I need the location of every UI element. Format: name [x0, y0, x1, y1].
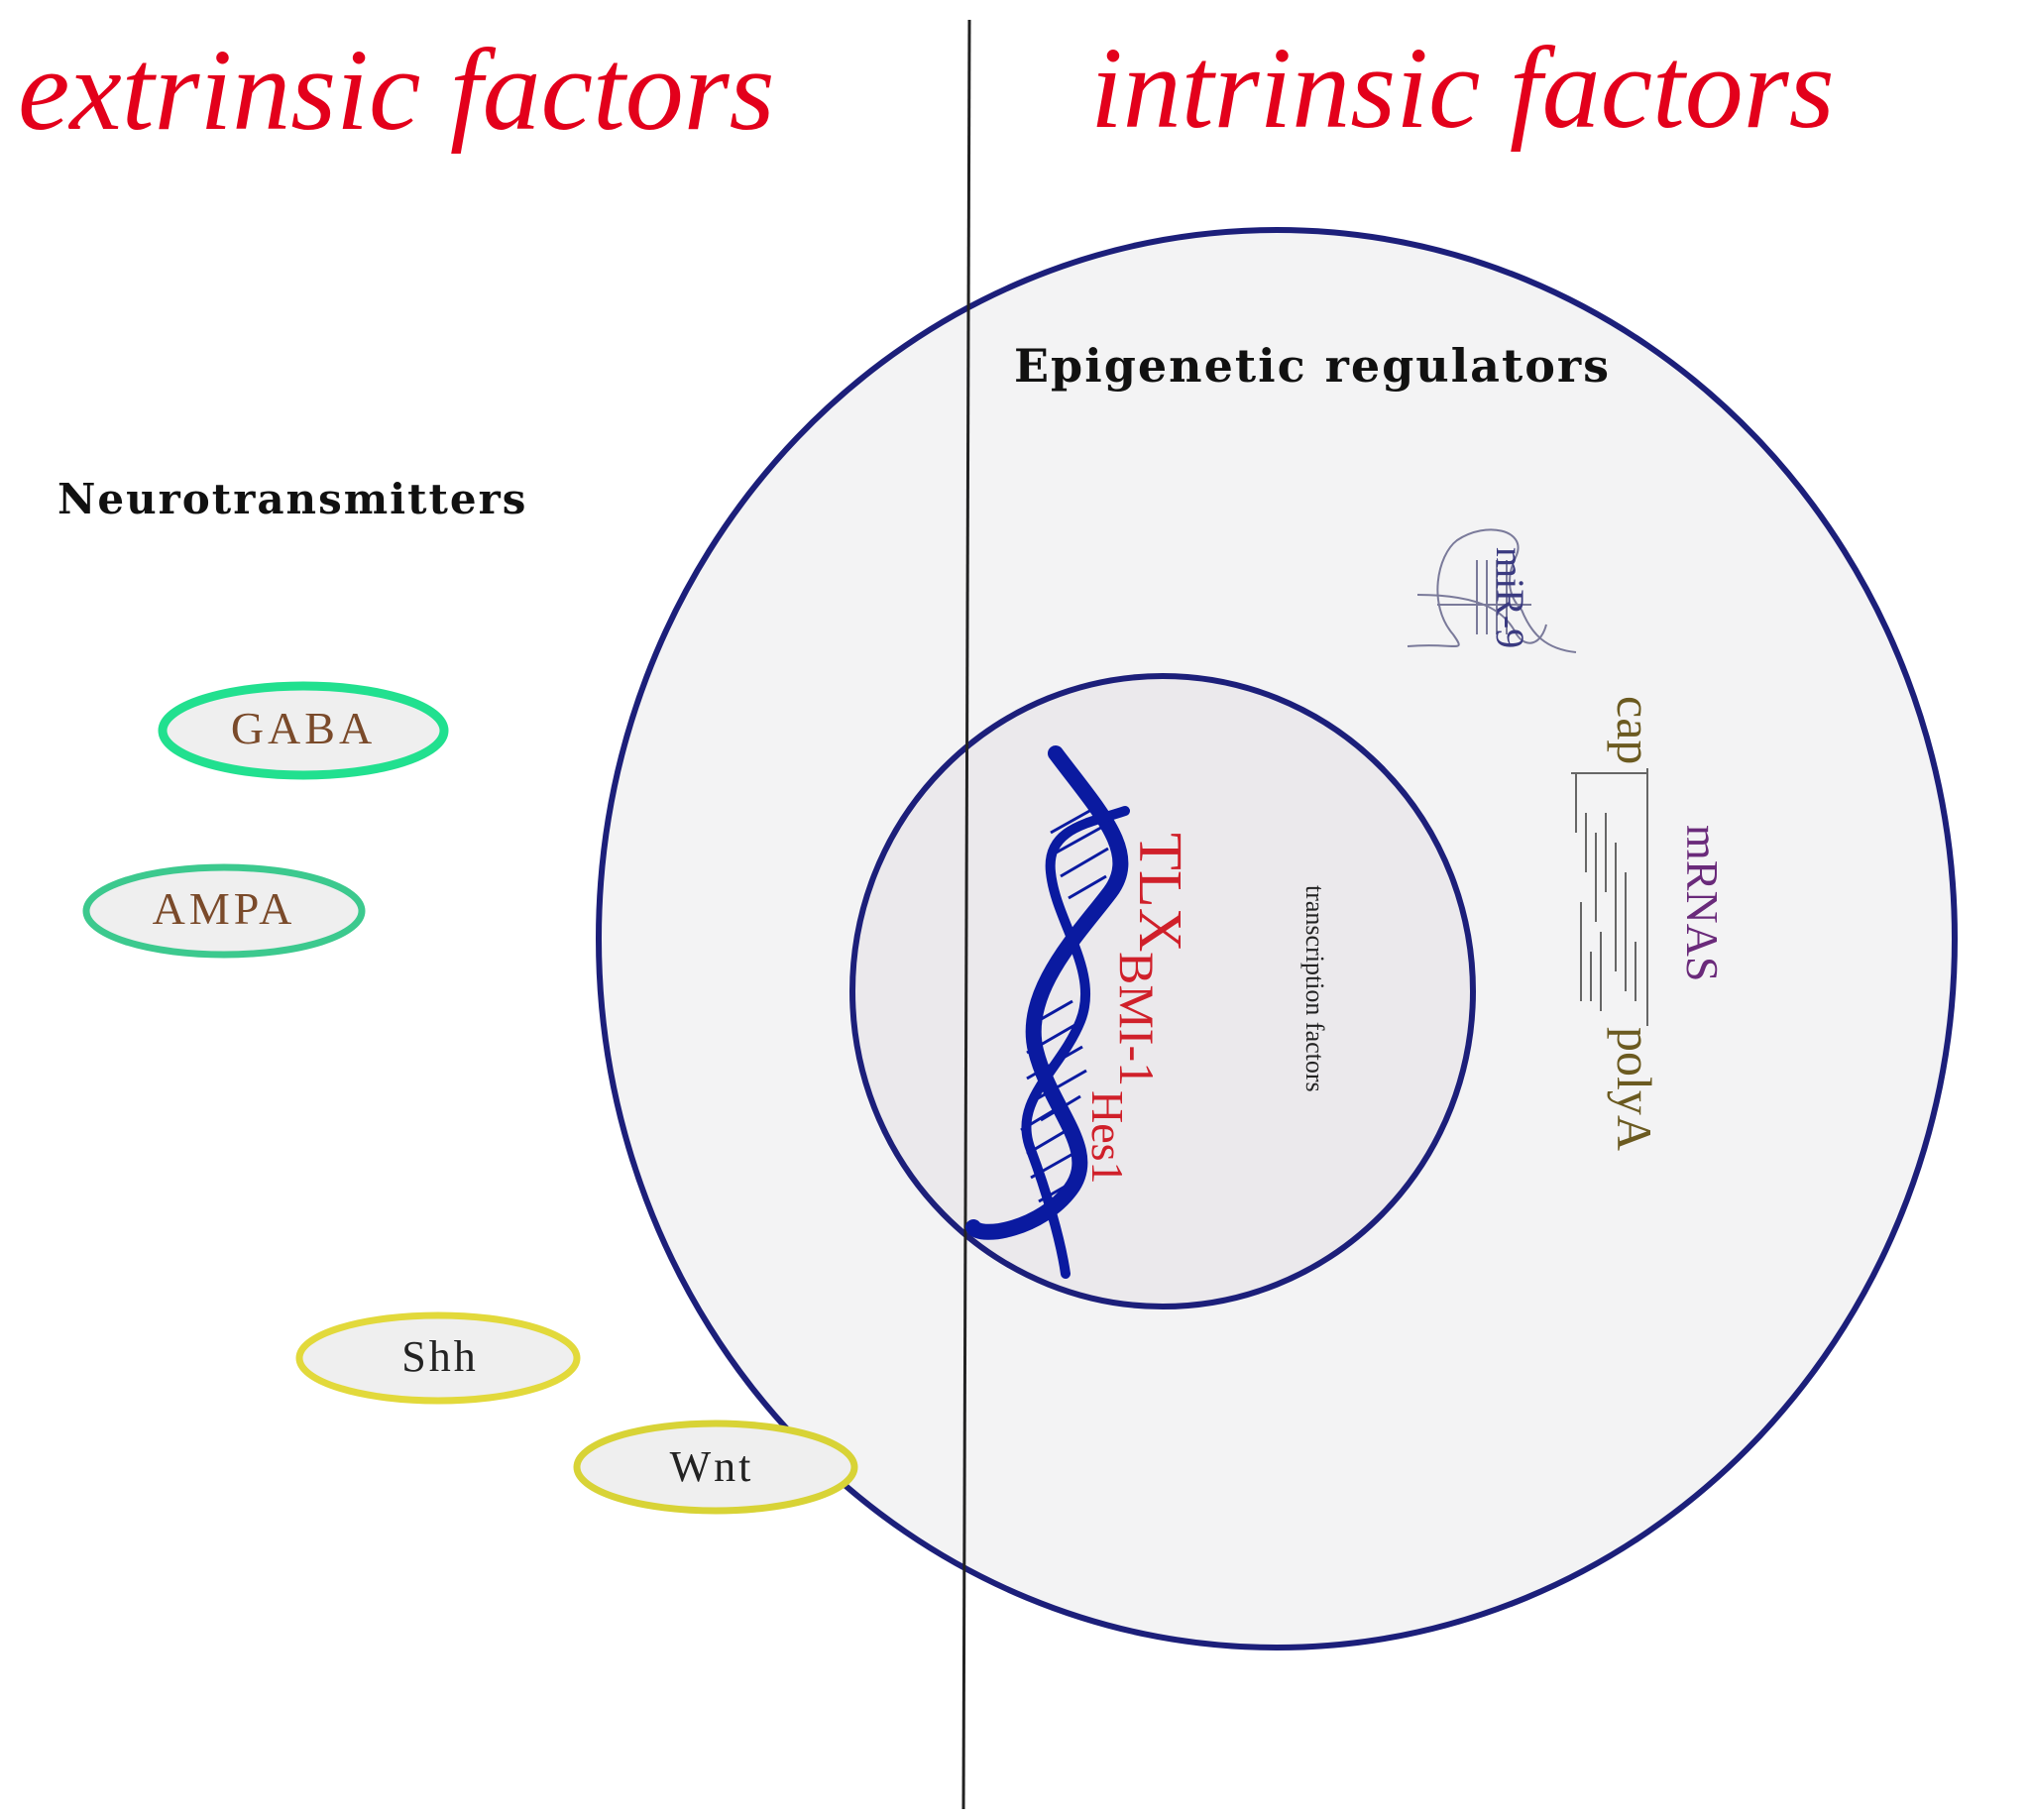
mrnas-label: mRNAS [1677, 825, 1728, 981]
cap-label: cap [1607, 696, 1662, 764]
shh-signal: Shh [295, 1311, 581, 1405]
nucleus-circle [849, 673, 1476, 1309]
hes1-label: Hes1 [1082, 1090, 1133, 1185]
gaba-label: GABA [231, 703, 376, 753]
tlx-label: TLX [1126, 833, 1193, 953]
divider-line [961, 19, 971, 1810]
epigenetic-regulators-label: Epigenetic regulators [1014, 339, 1611, 393]
dna-helix-icon [965, 745, 1130, 1279]
transcription-factors-label: transcription factors [1300, 885, 1329, 1092]
bmi1-label: BMI-1 [1109, 952, 1165, 1086]
shh-label: Shh [401, 1332, 478, 1381]
mir9-label: miR-9 [1488, 547, 1532, 648]
wnt-label: Wnt [670, 1442, 754, 1491]
mir9-hairpin-icon [1407, 528, 1577, 653]
gaba-receptor: GABA [158, 681, 449, 780]
extrinsic-factors-heading: extrinsic factors [18, 25, 775, 155]
neurotransmitters-label: Neurotransmitters [57, 475, 527, 523]
wnt-signal: Wnt [573, 1420, 858, 1515]
ampa-label: AMPA [153, 883, 296, 934]
intrinsic-factors-heading: intrinsic factors [1090, 23, 1835, 153]
ampa-receptor: AMPA [82, 863, 366, 959]
mrna-strand-icon [1571, 768, 1648, 1026]
polya-label: polyA [1607, 1027, 1662, 1151]
